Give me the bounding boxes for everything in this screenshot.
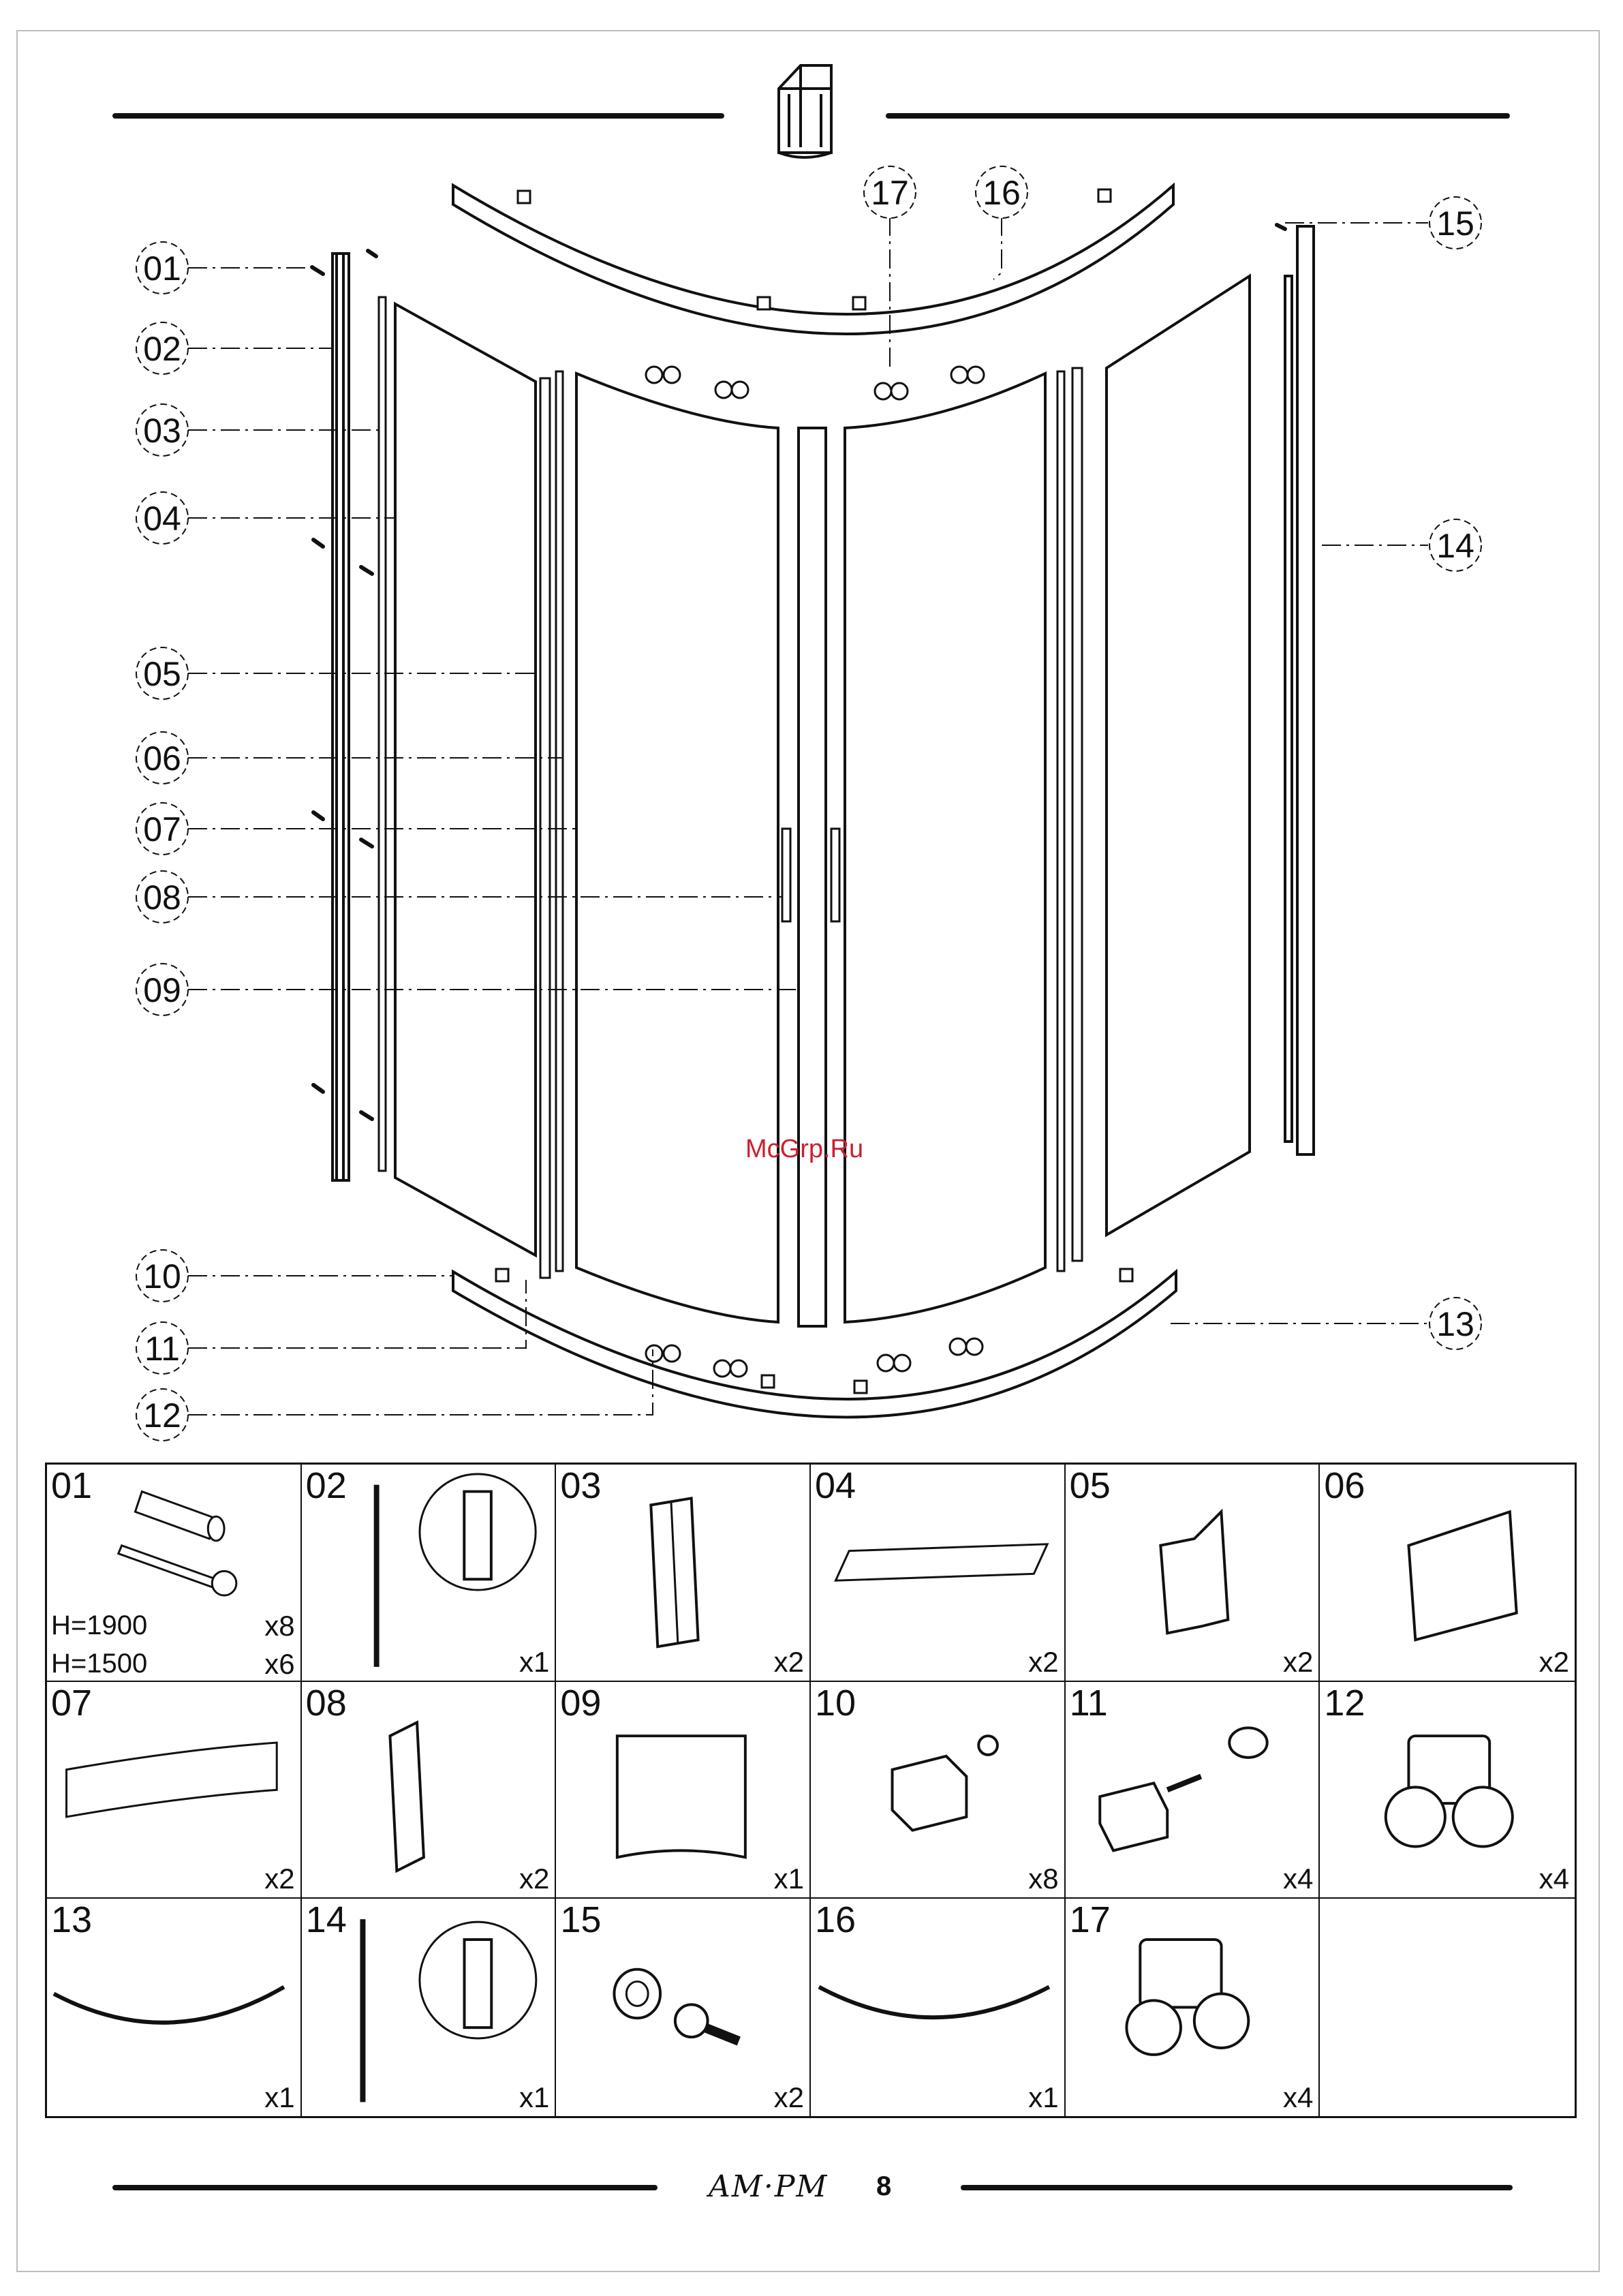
callout-13: 13	[1436, 1305, 1474, 1343]
height-1500-label: H=1500	[51, 1650, 147, 1677]
footer-rule-left	[112, 2185, 658, 2190]
part-quantity: x8	[1028, 1865, 1058, 1893]
callout-03: 03	[143, 412, 181, 450]
right-wall-profile	[1285, 226, 1314, 1154]
part-quantity: x1	[264, 2083, 294, 2112]
part-cell-06: 06 x2	[1320, 1465, 1575, 1682]
callout-10: 10	[143, 1257, 181, 1296]
left-wall-profile	[333, 254, 349, 1180]
height-1900-label: H=1900	[51, 1612, 147, 1639]
part-quantity: x2	[1028, 1648, 1058, 1677]
left-seal	[379, 297, 386, 1171]
callout-15: 15	[1436, 204, 1474, 243]
part-cell-05: 05 x2	[1066, 1465, 1320, 1682]
wall-profile-icon	[302, 1465, 555, 1681]
brand-logo-text: AM·PM	[709, 2169, 828, 2204]
edge-seal-icon	[1320, 1465, 1575, 1681]
shower-cabin-icon	[779, 65, 831, 157]
part-cell-10: 10 x8	[811, 1682, 1066, 1899]
page-number: 8	[876, 2171, 891, 2202]
callout-02: 02	[143, 330, 181, 368]
callout-08: 08	[143, 878, 181, 917]
part-cell-17: 17 x4	[1066, 1899, 1320, 2116]
height-1500-qty: x6	[264, 1650, 294, 1679]
part-cell-16: 16 x1	[811, 1899, 1066, 2116]
bottom-rail-icon	[47, 1899, 300, 2116]
right-edge-profile	[1072, 368, 1082, 1261]
top-rail	[453, 185, 1173, 334]
callout-01: 01	[143, 249, 181, 288]
part-cell-04: 04 x2	[811, 1465, 1066, 1682]
right-fixed-glass	[1107, 276, 1250, 1235]
callout-07: 07	[143, 810, 181, 848]
part-quantity: x2	[774, 2083, 804, 2112]
sliding-door-icon	[47, 1682, 300, 1898]
left-door-handle	[782, 829, 790, 921]
part-cell-14: 14 x1	[302, 1899, 557, 2116]
part-cell-01: 01 H=1900 x8 H=1500 x6	[47, 1465, 302, 1682]
part-quantity: x1	[774, 1865, 804, 1893]
callout-05: 05	[143, 655, 181, 693]
exploded-diagram: 01 02 03 04 05 06 07 08 09 10 11 12 13 1…	[0, 0, 1623, 1458]
top-rollers	[646, 367, 984, 399]
callout-06: 06	[143, 739, 181, 778]
bottom-rollers	[646, 1338, 983, 1377]
part-cell-11: 11 x4	[1066, 1682, 1320, 1899]
callout-04: 04	[143, 500, 181, 538]
rail-clip-icon	[811, 1682, 1064, 1898]
part-quantity: x2	[774, 1648, 804, 1677]
callout-09: 09	[143, 971, 181, 1009]
part-quantity: x4	[1283, 1865, 1313, 1893]
part-quantity: x2	[519, 1865, 549, 1893]
height-1900-qty: x8	[264, 1612, 294, 1640]
bracket-screw-icon	[1066, 1682, 1319, 1898]
center-magnetic-profile	[799, 428, 826, 1326]
right-edge-seal	[1057, 371, 1064, 1271]
part-cell-08: 08 x2	[302, 1682, 557, 1899]
callout-14: 14	[1436, 527, 1474, 565]
part-quantity: x2	[1539, 1648, 1569, 1677]
part-quantity: x1	[519, 1648, 549, 1677]
part-quantity: x2	[264, 1865, 294, 1893]
part-quantity: x1	[1028, 2083, 1058, 2112]
top-roller-icon	[1066, 1899, 1319, 2116]
callout-17: 17	[871, 174, 909, 212]
part-cell-09: 09 x1	[556, 1682, 811, 1899]
right-door-handle	[831, 829, 839, 921]
part-quantity: x4	[1539, 1865, 1569, 1893]
left-fixed-glass	[395, 304, 536, 1255]
part-cell-07: 07 x2	[47, 1682, 302, 1899]
part-cell-13: 13 x1	[47, 1899, 302, 2116]
part-cell-02: 02 x1	[302, 1465, 557, 1682]
footer-rule-right	[961, 2185, 1513, 2190]
part-cell-empty	[1320, 1899, 1575, 2116]
part-cell-03: 03 x2	[556, 1465, 811, 1682]
callout-16: 16	[983, 174, 1021, 212]
callout-12: 12	[143, 1396, 181, 1435]
top-rail-icon	[811, 1899, 1064, 2116]
bottom-roller-icon	[1320, 1682, 1575, 1898]
part-cell-15: 15 x2	[556, 1899, 811, 2116]
part-cell-12: 12 x4	[1320, 1682, 1575, 1899]
part-quantity: x4	[1283, 2083, 1313, 2112]
parts-grid: 01 H=1900 x8 H=1500 x6 02 x1 03 x2	[45, 1463, 1577, 2118]
magnetic-profile-icon	[556, 1682, 809, 1898]
left-edge-seal	[556, 371, 563, 1271]
callout-11: 11	[144, 1330, 180, 1368]
right-sliding-door	[845, 373, 1045, 1322]
left-sliding-door	[576, 373, 778, 1322]
door-handle-icon	[302, 1682, 555, 1898]
edge-profile-icon	[1066, 1465, 1319, 1681]
right-wall-profile-icon	[302, 1899, 555, 2116]
fixed-glass-icon	[811, 1465, 1064, 1681]
part-quantity: x2	[1283, 1648, 1313, 1677]
watermark-text: McGrp.Ru	[745, 1135, 863, 1163]
cap-screw-icon	[556, 1899, 809, 2116]
seal-profile-icon	[556, 1465, 809, 1681]
part-quantity: x1	[519, 2083, 549, 2112]
